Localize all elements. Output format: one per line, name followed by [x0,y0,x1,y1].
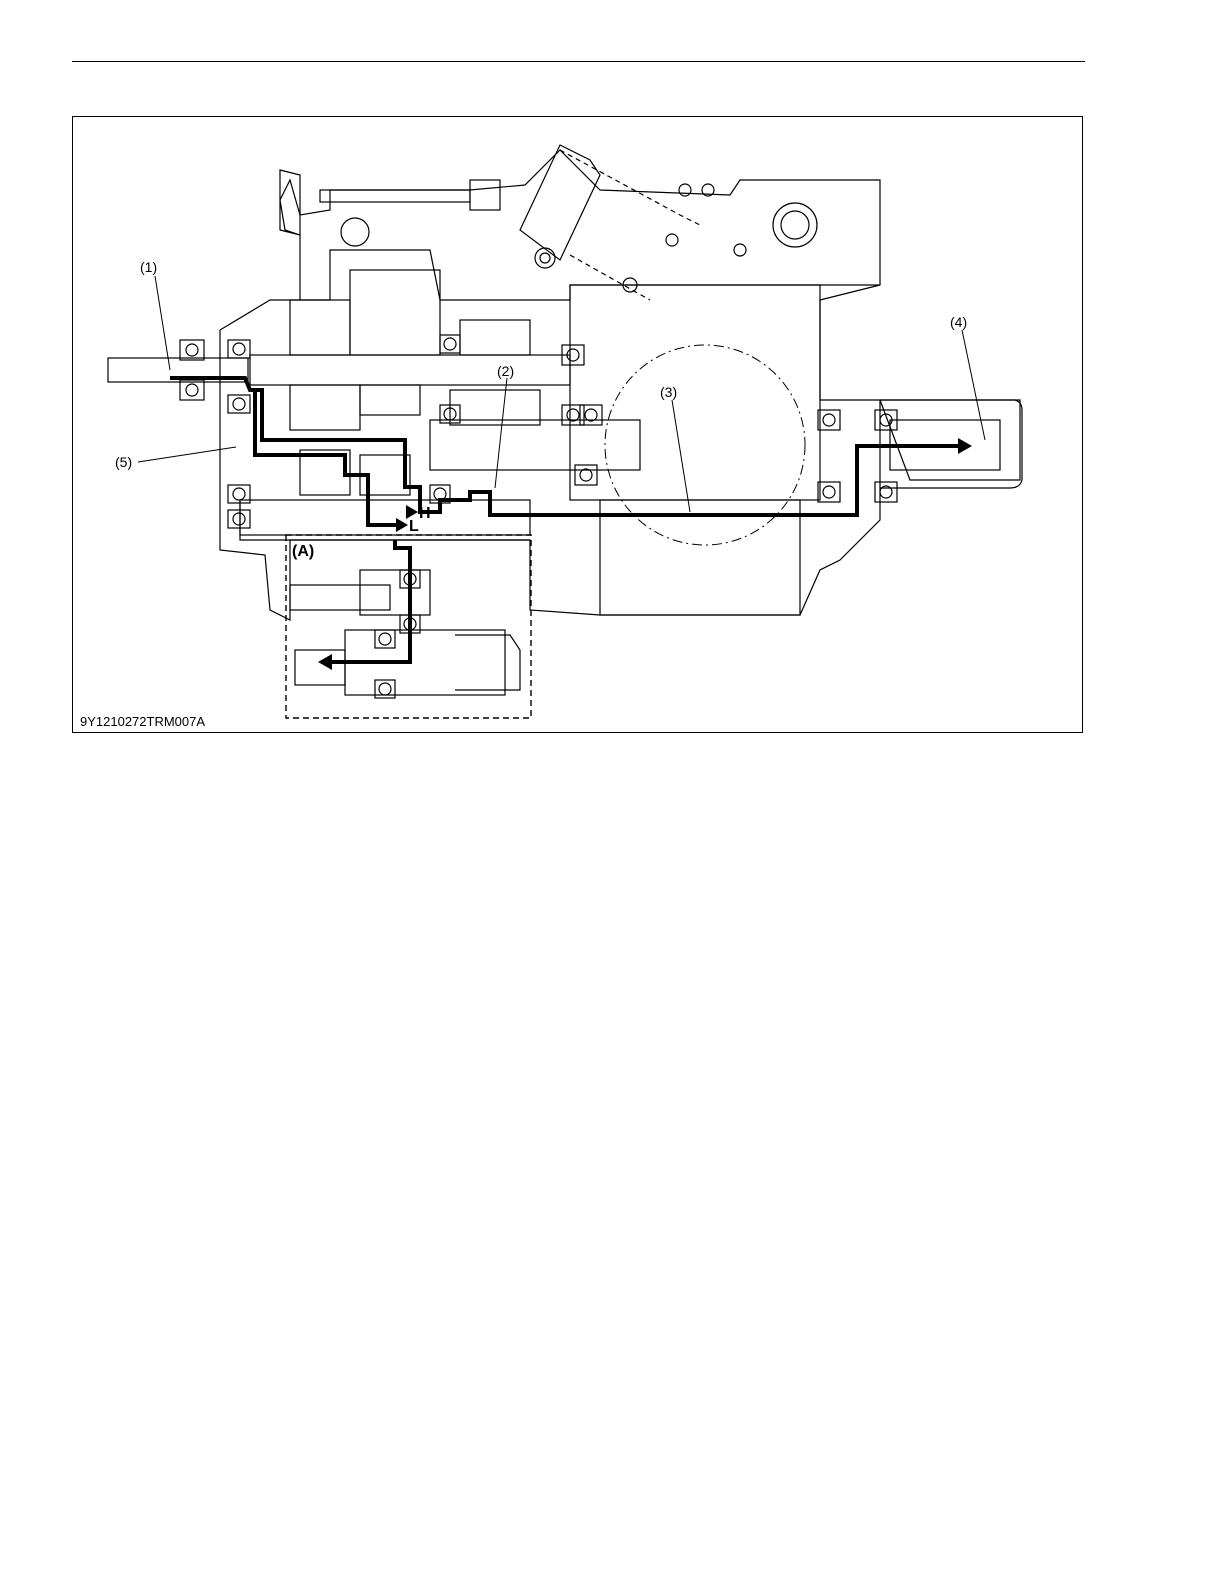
callout-2: (2) [497,363,514,379]
bolt [666,234,678,246]
lever-arm [520,145,600,260]
gear [290,385,360,430]
pto-shaft-stub [290,585,390,610]
counter-shaft [430,420,640,470]
boss-inner [781,211,809,239]
arrowhead-pto [318,654,332,670]
leader-3 [672,400,690,512]
callout-4: (4) [950,314,967,330]
gear [360,385,420,415]
right-case-lower [600,500,800,615]
arrowhead-high [406,505,418,519]
detail-a-label: (A) [292,543,314,560]
power-flow-pto [330,540,410,662]
callout-3: (3) [660,384,677,400]
power-flow-main [170,378,962,515]
lower-case [240,500,530,540]
main-shaft [250,355,570,385]
gear [290,300,350,355]
boss [773,203,817,247]
arrowhead-output [958,438,972,454]
bolt [679,184,691,196]
arrowhead-low [396,518,408,532]
leader-5 [138,447,236,462]
bolt [734,244,746,256]
lever-pivot-inner [540,253,550,263]
callout-5: (5) [115,454,132,470]
gear [460,320,530,355]
leader-2 [495,378,507,488]
leader-4 [962,330,985,440]
shift-fork [470,180,500,210]
figure-id: 9Y1210272TRM007A [80,715,205,729]
power-flow-low [255,390,398,525]
shift-rod [320,190,470,202]
range-low-label: L [409,518,419,535]
dashed-linkage [570,255,650,300]
housing-outline [220,150,880,330]
pto-cover [455,635,520,690]
lower-shaft [240,500,530,535]
gear [350,270,440,355]
callout-1: (1) [140,259,157,275]
right-case [570,285,820,500]
boss [341,218,369,246]
lever-pivot [535,248,555,268]
pto-output [295,650,345,685]
leader-1 [155,276,170,370]
housing-body [220,285,1020,620]
range-high-label: H [419,505,431,522]
